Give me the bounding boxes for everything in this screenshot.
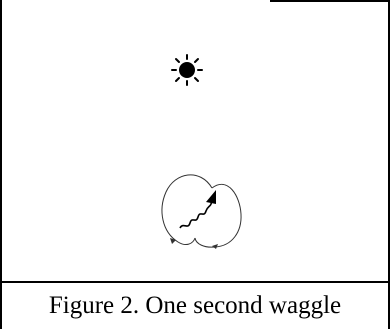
- waggle-dance-diagram: [161, 54, 242, 249]
- figure-caption: Figure 2. One second waggle: [48, 292, 342, 319]
- frame-top-border: [270, 0, 390, 2]
- direction-arrow-icon: [206, 190, 216, 204]
- sun-icon: [171, 54, 203, 86]
- frame-right-border: [388, 0, 390, 329]
- caption-divider: [0, 281, 390, 283]
- loop-arrow-icon: [170, 238, 176, 244]
- frame-left-border: [0, 0, 2, 329]
- loop-arrow-icon-2: [212, 244, 218, 249]
- waggle-dance-path: [161, 174, 242, 248]
